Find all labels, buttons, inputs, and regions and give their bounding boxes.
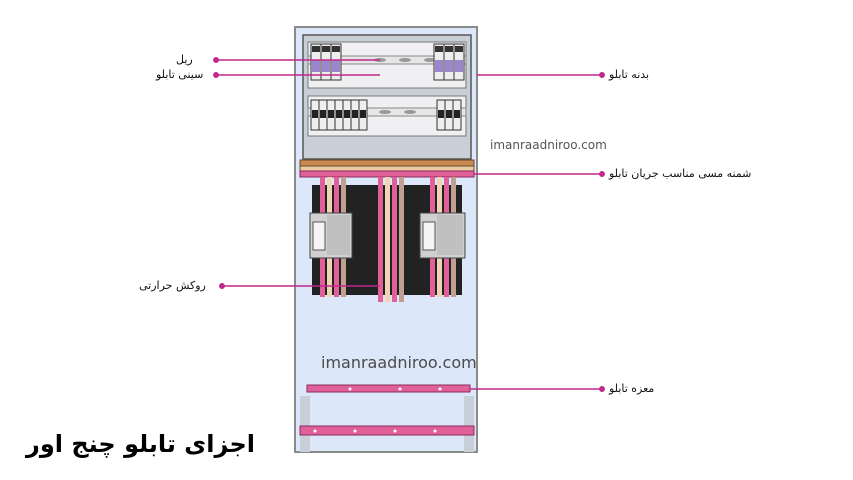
watermark-small: imanraadniroo.com	[490, 138, 607, 152]
label-rail: ریل	[176, 53, 193, 66]
frame-rail-upper	[306, 384, 471, 393]
watermark-large: imanraadniroo.com	[321, 353, 477, 372]
terminal-blocks-right	[436, 99, 462, 131]
frame-rail-lower	[299, 425, 475, 436]
terminal-blocks-left	[310, 99, 368, 131]
label-body: بدنه تابلو	[609, 68, 650, 81]
label-tray: سینی تابلو	[156, 68, 204, 81]
label-frame: معزه تابلو	[609, 382, 655, 395]
page-title: اجزای تابلو چنج اور	[26, 430, 255, 458]
copper-busbar	[299, 159, 475, 178]
label-busbar: شمنه مسی مناسب جریان تابلو	[609, 167, 752, 180]
cabinet-frame-legs	[300, 396, 310, 452]
pointer-lines	[213, 57, 605, 392]
breaker-group-top-right	[433, 43, 465, 81]
breaker-group-top-left	[310, 43, 342, 81]
label-sleeve: روکش حرارتی	[139, 279, 206, 292]
breaker-right	[419, 212, 466, 259]
breaker-left	[309, 212, 353, 259]
